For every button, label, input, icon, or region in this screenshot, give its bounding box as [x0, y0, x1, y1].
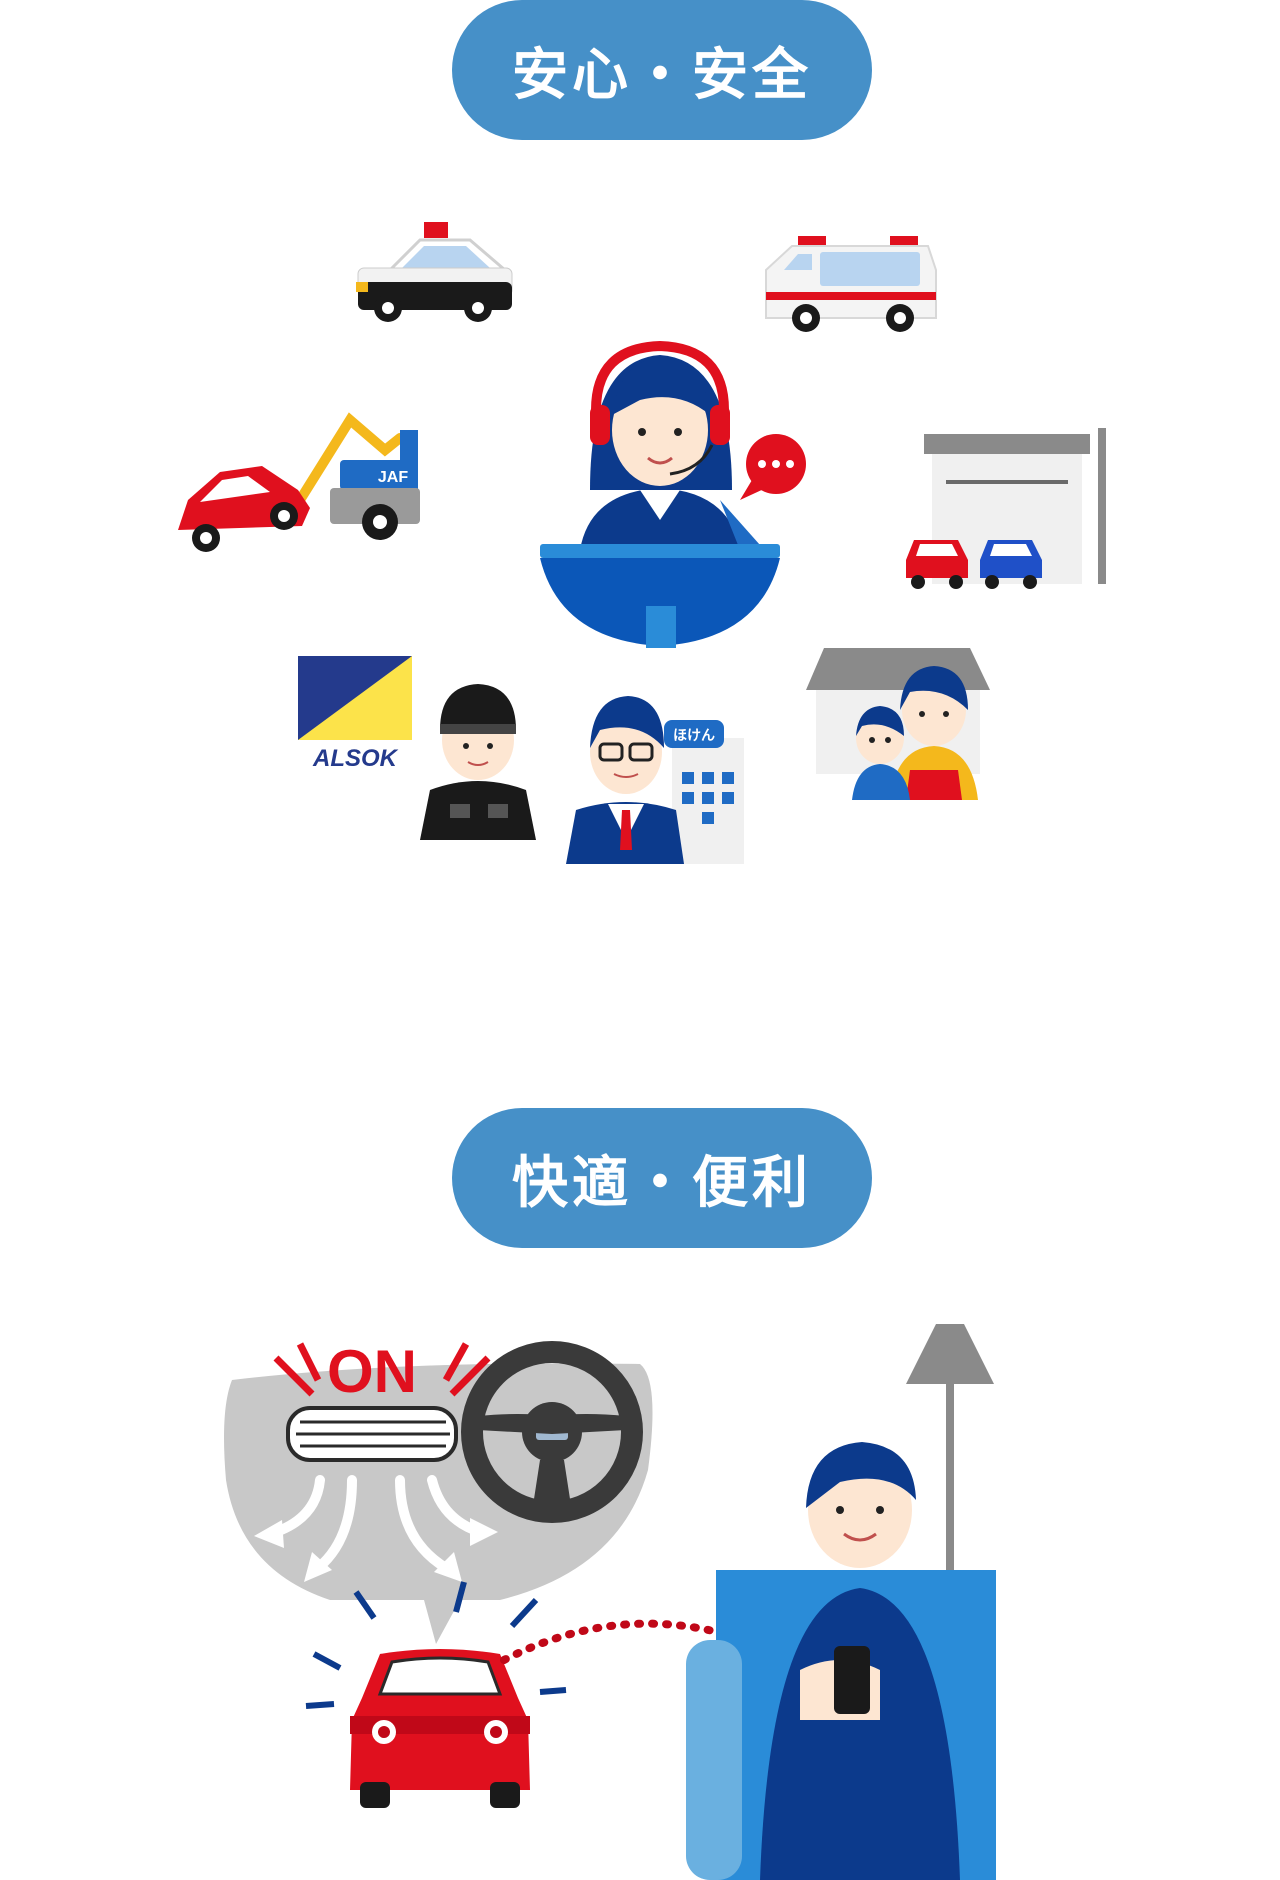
section-title-comfort-text: 快適・便利 — [512, 1150, 812, 1216]
red-car-icon — [305, 1581, 567, 1808]
tow-truck-icon: JAF — [178, 412, 420, 552]
insurance-sign: ほけん — [673, 728, 715, 744]
police-car-icon — [356, 222, 513, 322]
floor-lamp-icon — [906, 1324, 994, 1588]
family-home-icon — [806, 648, 990, 800]
section-title-safety-text: 安心・安全 — [512, 42, 812, 108]
ambulance-icon — [765, 236, 937, 332]
security-guard-icon: ALSOK — [298, 656, 536, 840]
security-brand-logo: ALSOK — [312, 745, 399, 772]
man-with-phone-icon — [686, 1442, 996, 1880]
section-title-comfort: 快適・便利 — [452, 1108, 872, 1248]
safety-illustration: JAF — [178, 222, 1106, 864]
garage-icon — [906, 428, 1106, 589]
section-title-safety: 安心・安全 — [452, 0, 872, 140]
operator-icon — [540, 340, 806, 648]
steering-wheel-icon — [461, 1341, 643, 1523]
comfort-illustration: ON — [224, 1324, 996, 1880]
air-flow-arrowheads — [254, 1518, 498, 1582]
remote-connection-dots — [500, 1619, 828, 1680]
ac-on-indicator: ON — [273, 1338, 491, 1405]
ac-on-text: ON — [327, 1338, 417, 1405]
tow-truck-label: JAF — [378, 469, 408, 486]
insurance-agent-icon: ほけん — [566, 696, 744, 864]
